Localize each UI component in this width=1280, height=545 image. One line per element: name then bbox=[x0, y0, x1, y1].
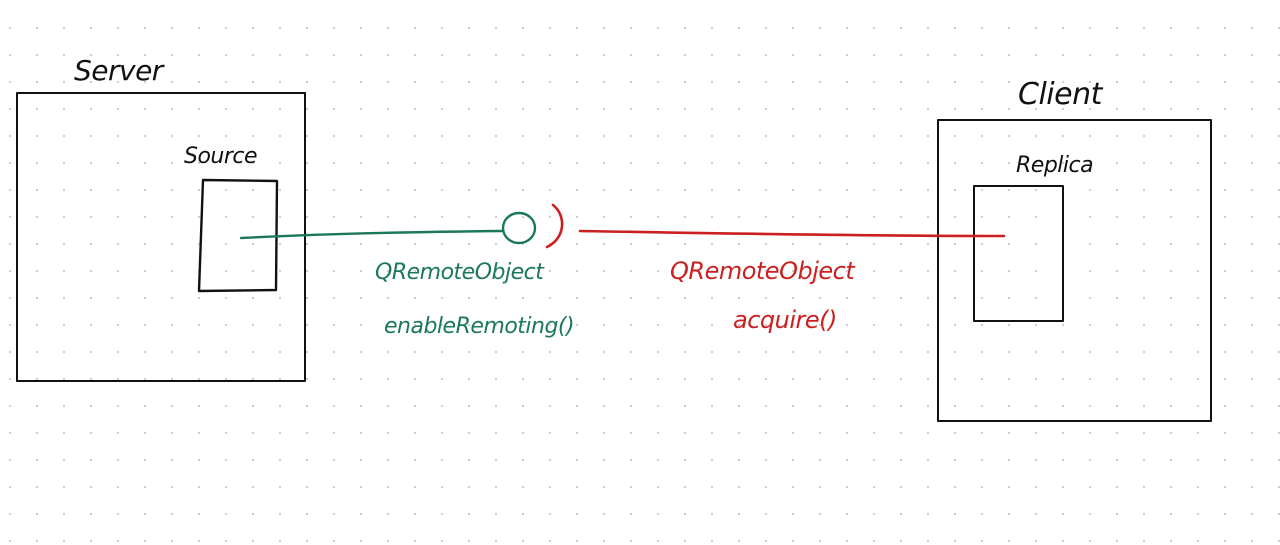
source-label: Source bbox=[184, 144, 257, 169]
source-connection-line bbox=[239, 229, 505, 240]
provided-interface-circle bbox=[501, 211, 537, 245]
server-box bbox=[16, 92, 306, 382]
replica-connection-line bbox=[578, 229, 1006, 238]
required-interface-socket bbox=[545, 203, 564, 249]
client-label: Client bbox=[1018, 77, 1104, 112]
source-box bbox=[197, 178, 279, 293]
enable-remoting-method-label: enableRemoting() bbox=[384, 314, 574, 339]
acquire-method-label: acquire() bbox=[733, 306, 837, 334]
server-label: Server bbox=[74, 54, 165, 87]
replica-box bbox=[973, 185, 1064, 322]
replica-label: Replica bbox=[1016, 153, 1093, 178]
client-box bbox=[937, 119, 1212, 422]
enable-remoting-class-label: QRemoteObject bbox=[375, 260, 545, 285]
dot-grid-background bbox=[8, 26, 1280, 543]
acquire-class-label: QRemoteObject bbox=[670, 257, 856, 285]
